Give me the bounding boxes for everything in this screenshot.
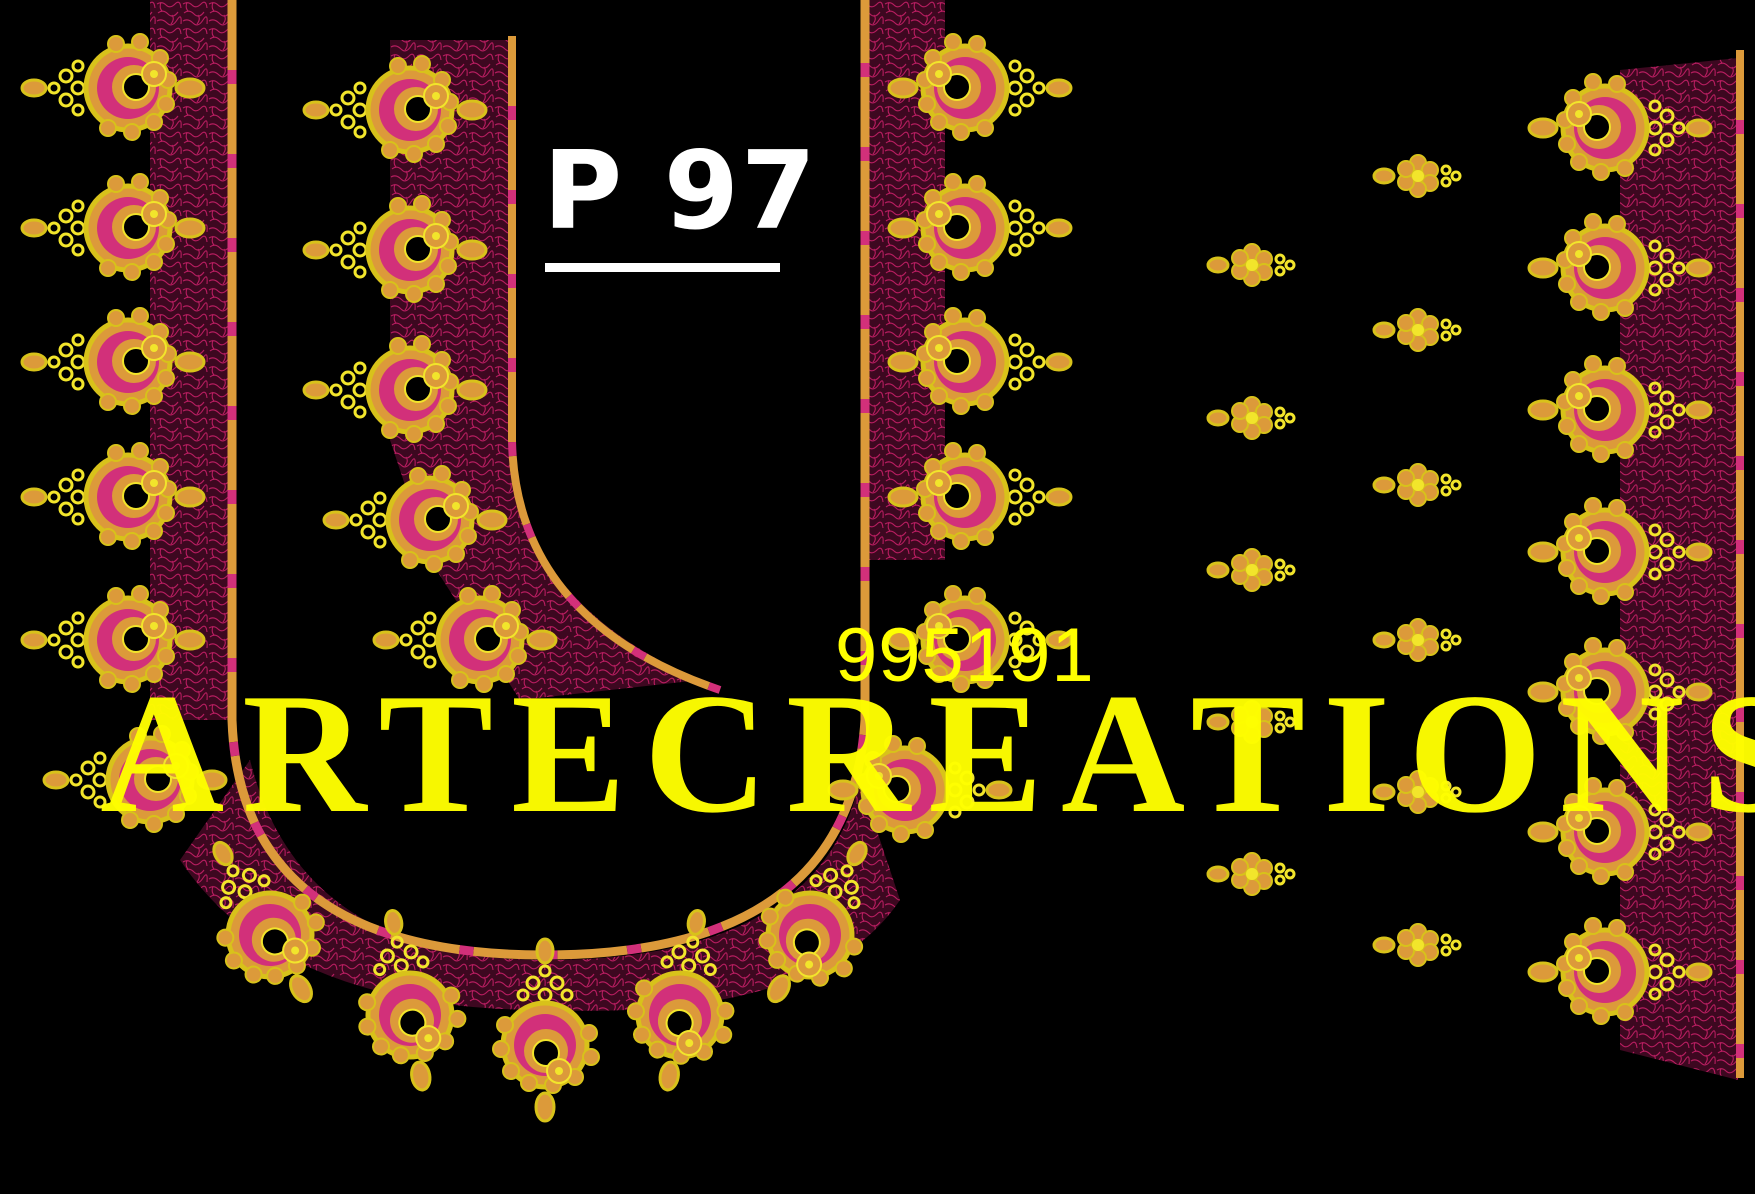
flower-butti-motif <box>1372 307 1462 353</box>
flower-butti-motif <box>1372 462 1462 508</box>
sleeve-border <box>1529 50 1744 1080</box>
flower-butti-motif <box>1206 395 1296 441</box>
design-code: P 97 <box>543 129 819 254</box>
flower-butti-motif <box>1372 153 1462 199</box>
sleeve-fill-band <box>1620 58 1738 1080</box>
neck-panel <box>22 0 1071 1121</box>
flower-butti-motif <box>1372 617 1462 663</box>
phone-number-watermark: 995191 <box>835 613 1095 698</box>
flower-butti-motif <box>1206 547 1296 593</box>
inner-neck-line <box>508 36 722 694</box>
outer-neck-line <box>227 0 870 960</box>
bottom-fill-band <box>180 760 900 1011</box>
flower-butti-motif <box>1372 922 1462 968</box>
right-fill-band <box>865 0 945 560</box>
design-code-underline <box>545 263 780 272</box>
flower-butti-motif <box>1206 851 1296 897</box>
flower-butti-motif <box>1206 242 1296 288</box>
brand-watermark: ARTECREATIONS <box>100 659 1755 849</box>
